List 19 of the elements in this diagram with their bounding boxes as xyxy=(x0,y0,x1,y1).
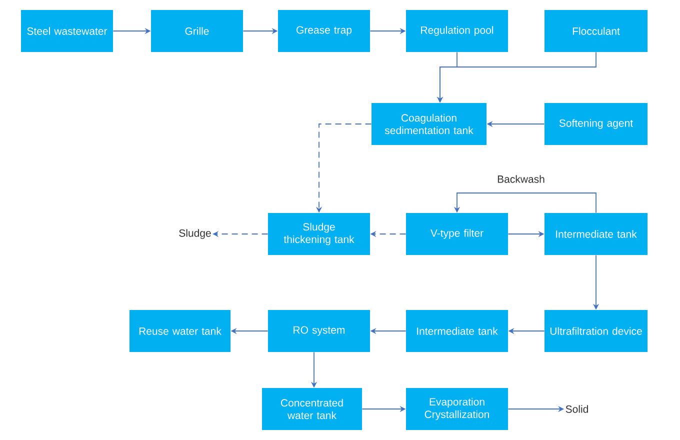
process-box: Intermediate tank xyxy=(544,213,648,255)
process-box: Intermediate tank xyxy=(406,310,508,352)
process-box: Evaporation Crystallization xyxy=(406,388,508,430)
process-box: Concentrated water tank xyxy=(262,388,362,430)
process-box: Sludge thickening tank xyxy=(268,213,370,255)
output-label: Solid xyxy=(566,405,588,413)
process-box: RO system xyxy=(268,310,370,352)
process-box: Steel wastewater xyxy=(21,10,113,52)
process-box: V-type filter xyxy=(406,213,508,255)
process-box: Reuse water tank xyxy=(130,310,230,352)
process-box: Ultrafiltration device xyxy=(544,310,648,352)
process-box: Regulation pool xyxy=(406,10,508,52)
process-box: Grease trap xyxy=(278,10,370,52)
process-box: Softening agent xyxy=(544,103,648,145)
process-box: Grille xyxy=(151,10,243,52)
process-box: Coagulation sedimentation tank xyxy=(372,103,486,145)
edge-label: Backwash xyxy=(496,174,546,184)
process-box: Flocculant xyxy=(544,10,648,52)
output-label: Sludge xyxy=(179,229,211,239)
